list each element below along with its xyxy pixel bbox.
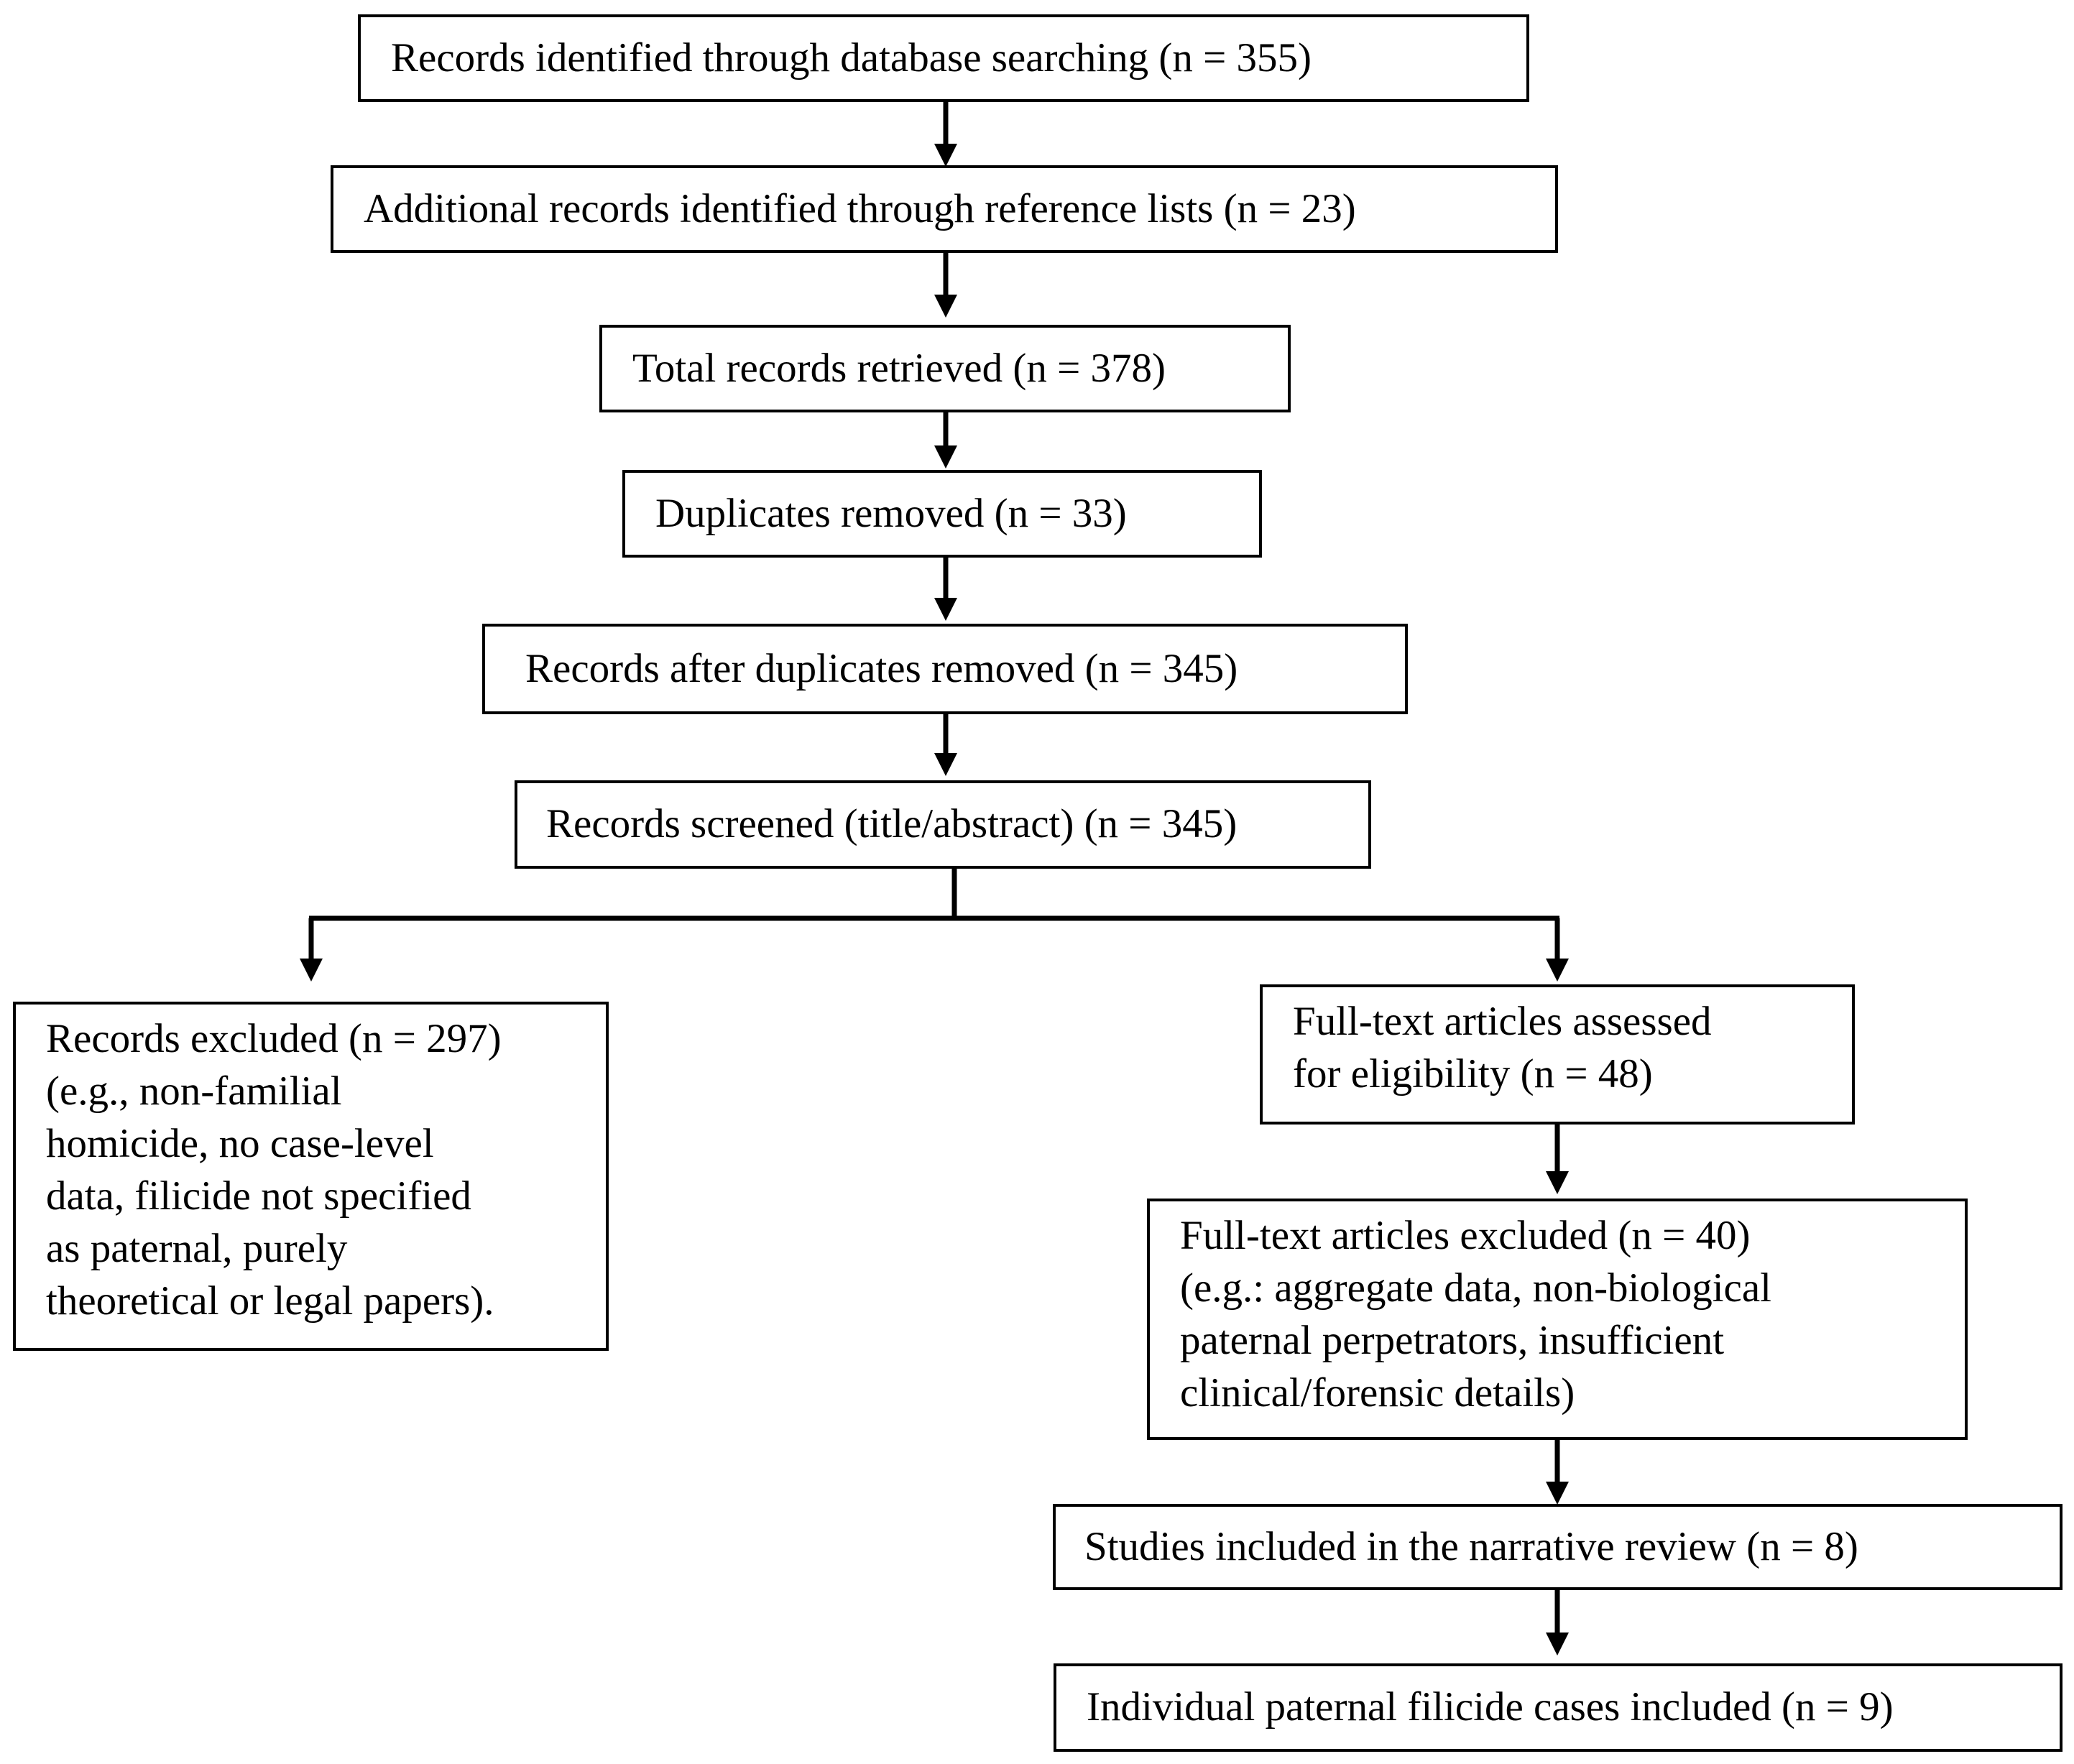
box-text-line: (e.g., non-familial [46, 1068, 342, 1114]
box-text-line: Records excluded (n = 297) [46, 1016, 502, 1061]
arrow-full-text-excluded-to-studies [1546, 1440, 1569, 1505]
records-identified-box: Records identified through database sear… [358, 14, 1529, 102]
box-text: Records after duplicates removed (n = 34… [525, 645, 1238, 691]
arrow-assessed-to-full-text-excluded [1546, 1125, 1569, 1194]
arrow-after-duplicates-to-screened [934, 714, 957, 776]
additional-records-box: Additional records identified through re… [331, 165, 1558, 253]
box-text-line: paternal perpetrators, insufficient [1180, 1317, 1725, 1363]
records-after-duplicates-box: Records after duplicates removed (n = 34… [482, 624, 1408, 714]
arrow-identified-to-additional [934, 102, 957, 167]
duplicates-removed-box: Duplicates removed (n = 33) [622, 470, 1262, 558]
arrow-additional-to-total [934, 253, 957, 318]
box-text-line: data, filicide not specified [46, 1173, 471, 1219]
branch-screened [300, 869, 1569, 982]
full-text-excluded-box: Full-text articles excluded (n = 40) (e.… [1147, 1199, 1968, 1440]
records-excluded-box: Records excluded (n = 297) (e.g., non-fa… [13, 1002, 609, 1351]
box-text: Studies included in the narrative review… [1084, 1523, 1858, 1569]
box-text-line: for eligibility (n = 48) [1293, 1050, 1653, 1096]
box-text-line: clinical/forensic details) [1180, 1370, 1575, 1416]
total-records-box: Total records retrieved (n = 378) [599, 325, 1291, 412]
box-text-line: (e.g.: aggregate data, non-biological [1180, 1265, 1771, 1311]
arrow-duplicates-to-after-duplicates [934, 558, 957, 621]
box-text: Records identified through database sear… [391, 34, 1312, 80]
box-text: Additional records identified through re… [364, 185, 1356, 231]
box-text-line: homicide, no case-level [46, 1120, 434, 1166]
box-text: Total records retrieved (n = 378) [632, 345, 1166, 391]
records-screened-box: Records screened (title/abstract) (n = 3… [515, 780, 1371, 869]
arrow-total-to-duplicates [934, 412, 957, 468]
box-text-line: Full-text articles assessed [1293, 999, 1712, 1044]
box-text: Records screened (title/abstract) (n = 3… [546, 801, 1238, 847]
full-text-assessed-box: Full-text articles assessed for eligibil… [1260, 984, 1855, 1125]
box-text-line: as paternal, purely [46, 1225, 348, 1271]
box-text-line: theoretical or legal papers). [46, 1278, 494, 1324]
arrow-studies-to-cases [1546, 1590, 1569, 1656]
box-text-line: Full-text articles excluded (n = 40) [1180, 1213, 1751, 1258]
box-text: Individual paternal filicide cases inclu… [1087, 1684, 1894, 1730]
studies-included-box: Studies included in the narrative review… [1053, 1504, 2063, 1590]
cases-included-box: Individual paternal filicide cases inclu… [1054, 1663, 2063, 1752]
box-text: Duplicates removed (n = 33) [655, 490, 1127, 536]
